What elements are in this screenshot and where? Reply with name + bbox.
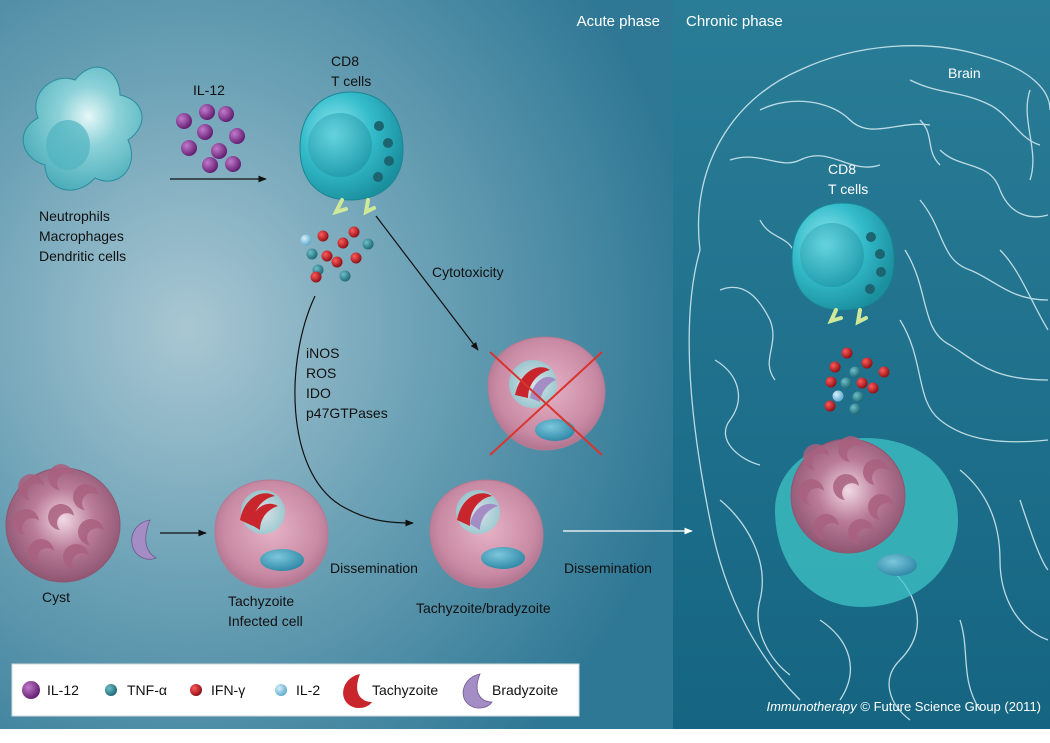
chronic-phase-panel <box>673 0 1050 729</box>
mechanisms-arrow <box>294 295 414 527</box>
cyst-illustration <box>5 464 121 583</box>
released-bradyzoite-icon <box>131 519 157 560</box>
infected-label-2: Infected cell <box>228 613 303 629</box>
mixed-infected-cell <box>429 479 544 589</box>
il2-dot-icon <box>275 684 287 696</box>
cytokine-cluster-acute <box>300 226 374 283</box>
mechanism-inos: iNOS <box>306 345 339 361</box>
credit-journal: Immunotherapy <box>766 699 858 714</box>
bradyzoite-icon <box>462 673 493 709</box>
dissemination-label-1: Dissemination <box>330 560 418 576</box>
killed-infected-cell <box>487 336 606 456</box>
mechanism-p47gtpases: p47GTPases <box>306 405 388 421</box>
legend-label-bradyzoite: Bradyzoite <box>492 682 558 698</box>
credit-line: Immunotherapy © Future Science Group (20… <box>766 699 1041 714</box>
innate-label-1: Neutrophils <box>39 208 110 224</box>
il12-dot-icon <box>22 681 40 699</box>
cytotoxicity-label: Cytotoxicity <box>432 264 504 280</box>
legend-label-il2: IL-2 <box>296 682 320 698</box>
il12-particle-cluster <box>176 104 245 173</box>
mechanism-ido: IDO <box>306 385 331 401</box>
chronic-cyst-cell <box>775 436 958 607</box>
innate-label-3: Dendritic cells <box>39 248 126 264</box>
tachyzoite-icon <box>343 674 372 709</box>
cyst-label: Cyst <box>42 589 70 605</box>
cd8-chronic-label-1: CD8 <box>828 161 856 177</box>
tnf-dot-icon <box>105 684 117 696</box>
cd8-chronic-cell <box>791 202 895 326</box>
ifn-dot-icon <box>190 684 202 696</box>
legend-label-ifn: IFN-γ <box>211 682 245 698</box>
dissemination-label-2: Dissemination <box>564 560 652 576</box>
cytotoxicity-arrow <box>375 215 479 351</box>
legend-label-tnf: TNF-α <box>127 682 167 698</box>
acute-phase-title: Acute phase <box>577 13 660 30</box>
cd8-acute-cell <box>299 91 404 216</box>
cd8-acute-label-2: T cells <box>331 73 371 89</box>
cytokine-cluster-chronic <box>824 347 890 415</box>
legend: IL-12 TNF-α IFN-γ IL-2 Tachyzoite Bradyz… <box>11 663 580 717</box>
il12-label: IL-12 <box>193 82 225 98</box>
tachyzoite-infected-cell <box>214 479 329 589</box>
mechanism-ros: ROS <box>306 365 336 381</box>
chronic-phase-title: Chronic phase <box>686 13 783 30</box>
cd8-acute-label-1: CD8 <box>331 53 359 69</box>
mixed-cell-label: Tachyzoite/bradyzoite <box>416 600 551 616</box>
credit-rest: © Future Science Group (2011) <box>857 699 1041 714</box>
cd8-chronic-label-2: T cells <box>828 181 868 197</box>
brain-label: Brain <box>948 65 981 81</box>
innate-label-2: Macrophages <box>39 228 124 244</box>
innate-cell-illustration <box>22 66 143 191</box>
legend-label-tachyzoite: Tachyzoite <box>372 682 438 698</box>
infected-label-1: Tachyzoite <box>228 593 294 609</box>
legend-label-il12: IL-12 <box>47 682 79 698</box>
bottom-strip <box>0 729 1050 738</box>
